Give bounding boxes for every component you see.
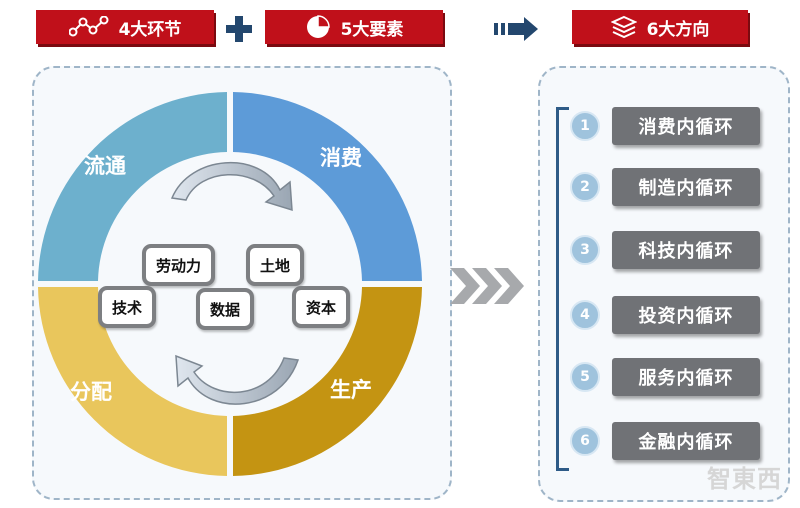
ring-segment-production [233,287,422,476]
header-four-links-label: 4大环节 [118,19,182,40]
direction-label: 服务内循环 [612,358,760,396]
element-capital: 资本 [292,286,351,328]
plus-icon [226,16,252,42]
layers-icon [610,15,637,39]
direction-label: 消费内循环 [612,107,760,145]
list-bracket [556,107,569,471]
direction-number: 5 [570,362,600,392]
network-nodes-icon [68,16,109,38]
direction-item: 2 制造内循环 [570,168,760,206]
header-six-directions-label: 6大方向 [646,19,710,40]
direction-label: 金融内循环 [612,422,760,460]
cycle-arrows-icon [170,161,300,405]
cycle-ring [38,92,422,476]
arrow-right-icon [494,17,538,41]
header-five-elements: 5大要素 [265,10,443,44]
header-four-links: 4大环节 [36,10,214,44]
direction-label: 投资内循环 [612,296,760,334]
ring-label-circulation: 流通 [84,153,126,178]
direction-item: 5 服务内循环 [570,358,760,396]
direction-item: 6 金融内循环 [570,422,760,460]
element-land: 土地 [246,244,305,286]
element-labor: 劳动力 [142,244,216,286]
ring-segment-circulation [38,92,227,281]
direction-item: 1 消费内循环 [570,107,760,145]
element-tech: 技术 [98,286,157,328]
watermark-logo: 智東西 [707,465,782,493]
direction-number: 1 [570,111,600,141]
direction-item: 3 科技内循环 [570,231,760,269]
direction-number: 4 [570,300,600,330]
direction-label: 科技内循环 [612,231,760,269]
ring-segment-consumption [233,92,422,281]
direction-label: 制造内循环 [612,168,760,206]
pie-chart-icon [305,14,331,40]
header-six-directions: 6大方向 [572,10,748,44]
ring-segment-distribution [38,287,227,476]
header-five-elements-label: 5大要素 [340,19,404,40]
ring-label-distribution: 分配 [70,379,112,404]
chevron-right-icon [450,268,524,304]
direction-number: 3 [570,235,600,265]
ring-label-production: 生产 [330,377,372,402]
direction-number: 2 [570,172,600,202]
ring-label-consumption: 消费 [320,145,362,170]
element-data: 数据 [196,288,255,330]
direction-item: 4 投资内循环 [570,296,760,334]
direction-number: 6 [570,426,600,456]
